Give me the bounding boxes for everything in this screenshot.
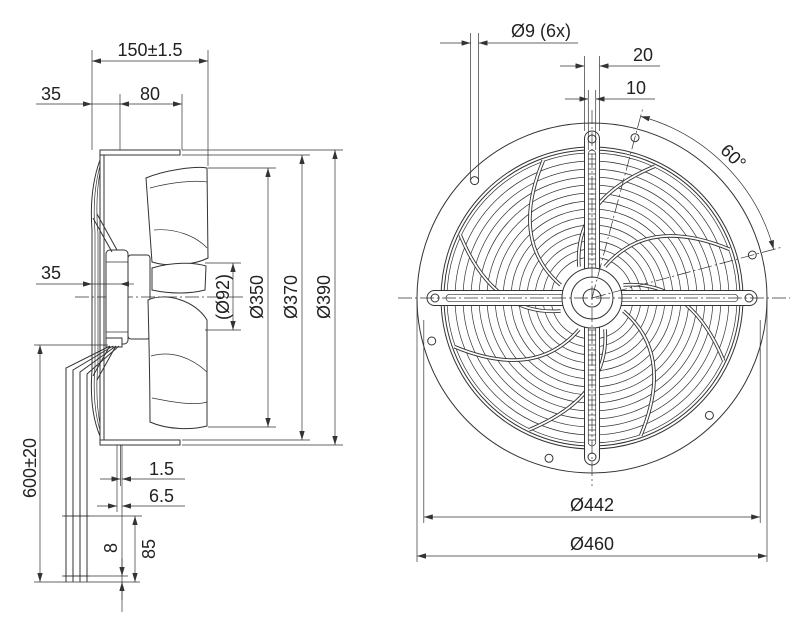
dim-cable-length-label: 600±20 [20,438,40,498]
guard-wire [603,234,731,268]
blade-contour [151,397,208,404]
guard-spoke-lower [92,341,113,377]
guard-outline [90,159,101,437]
cable-wire [79,345,117,582]
fan-blade-middle [151,262,207,294]
motor-body [105,249,129,345]
dim-d370-label: Ø370 [281,275,301,319]
hole-axis-15 [591,246,784,299]
ring-bottom [99,439,181,446]
dim-d350-label: Ø350 [247,275,267,319]
blade-contour [153,229,208,249]
dim-6-5-label: 6.5 [149,486,174,506]
dim-angle-arc [640,116,774,250]
mounting-holes [427,133,757,463]
mounting-hole [427,336,437,346]
fan-blade-upper [145,167,209,266]
side-view [64,149,245,582]
guard-wire [528,159,562,287]
blade-contour [150,353,208,373]
dim-front-offset-label: 35 [41,84,61,104]
guard-wire-inner [529,160,562,286]
guard-outline [93,165,101,431]
fan-blade-lower [147,296,208,430]
dim-1-5-label: 1.5 [149,459,174,479]
guard-outline [96,171,101,425]
side-view-dimensions: 150±1.5 35 80 35 (Ø92) Ø350 Ø370 Ø390 [20,40,343,612]
mounting-hole [544,453,554,463]
dim-hub-label: (Ø92) [213,274,233,320]
dim-d442-label: Ø442 [570,495,614,515]
mounting-hole [470,176,480,186]
guard-spoke-upper [92,217,113,253]
dim-angle-label: 60° [717,140,750,173]
guard-wire-inner [622,310,655,436]
front-view [398,106,790,486]
dim-motor-depth-label: 80 [140,84,160,104]
hole-axis-75 [591,106,644,299]
guard-spoke-lower [96,343,118,381]
cable-wire [86,345,120,582]
dim-d460-label: Ø460 [570,534,614,554]
cable-gland [105,337,123,348]
dim-holes-label: Ø9 (6x) [511,21,571,41]
cable-wire [65,345,111,582]
dim-width-label: 150±1.5 [118,40,183,60]
dim-center-offset-label: 35 [41,263,61,283]
guard-wire [453,328,581,362]
guard-spoke-upper [96,213,118,251]
dim-20-label: 20 [633,45,653,65]
front-view-dimensions: Ø9 (6x) 20 10 60° Ø442 Ø460 [416,21,774,562]
guard-wire-inner [454,328,580,361]
cable-wire [72,345,114,582]
mounting-hole [704,410,714,420]
dim-8-label: 8 [101,543,121,553]
guard-wire [622,309,656,437]
blade-contour [149,180,208,189]
dim-85-label: 85 [139,539,159,559]
dim-d390-label: Ø390 [314,275,334,319]
ring-top [99,149,181,156]
dim-10-label: 10 [626,78,646,98]
